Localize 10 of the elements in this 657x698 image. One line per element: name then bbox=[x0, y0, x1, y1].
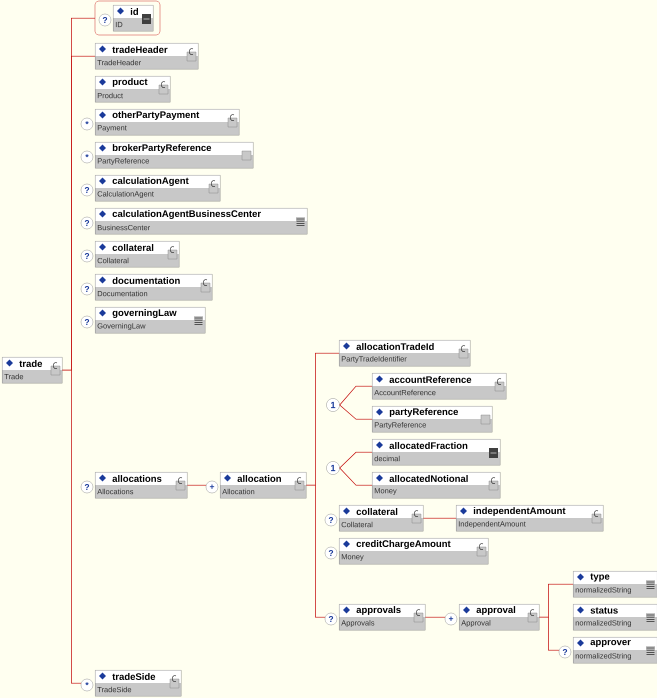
connector-line bbox=[339, 386, 372, 406]
connector-line bbox=[425, 616, 446, 618]
connector-line bbox=[62, 370, 82, 684]
connector-line bbox=[339, 452, 372, 468]
connector-line bbox=[423, 518, 456, 519]
connector-line bbox=[187, 484, 206, 486]
connector-line bbox=[339, 468, 372, 486]
connector-line bbox=[539, 616, 560, 651]
connector-line bbox=[339, 404, 372, 420]
connector-line bbox=[306, 484, 326, 618]
